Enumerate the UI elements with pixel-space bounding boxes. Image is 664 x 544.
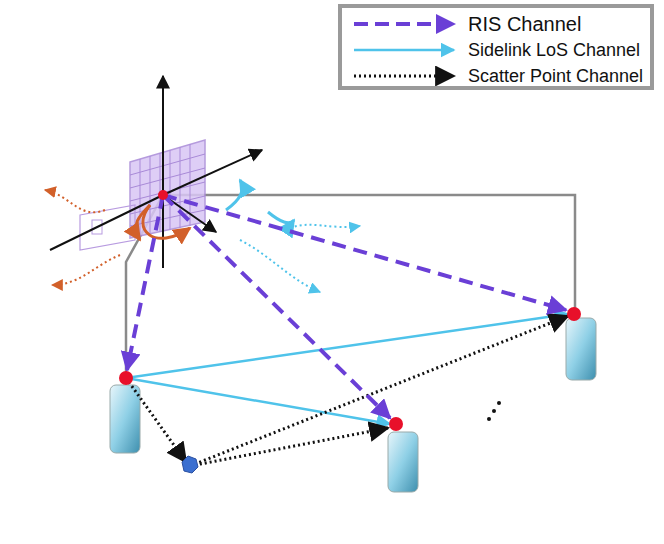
sidelink-channel <box>126 314 568 424</box>
scatter-point <box>182 456 198 473</box>
antenna-dot <box>119 190 581 431</box>
ris-channel <box>127 195 566 418</box>
legend-label: RIS Channel <box>468 13 581 35</box>
legend-sample <box>354 75 454 78</box>
legend-label: Sidelink LoS Channel <box>468 39 640 61</box>
legend-sample <box>354 22 454 26</box>
ellipsis-dots <box>487 401 501 421</box>
legend-box: RIS ChannelSidelink LoS ChannelScatter P… <box>338 4 654 90</box>
legend-sample <box>354 49 454 52</box>
ris-panel <box>80 140 205 250</box>
legend-label: Scatter Point Channel <box>468 65 643 87</box>
scatter-channel <box>126 316 568 466</box>
